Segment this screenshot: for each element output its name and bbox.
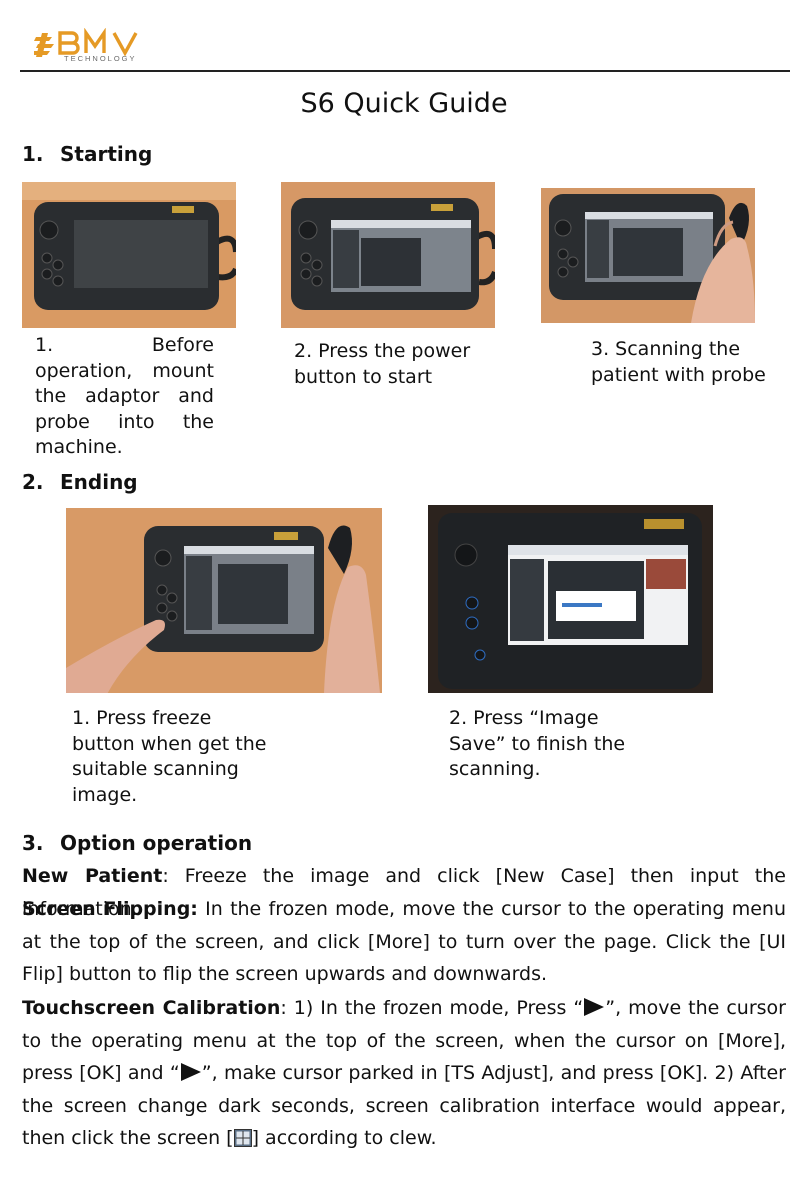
step-caption: 2. Press the power button to start bbox=[294, 340, 471, 388]
photo-device-with-probe bbox=[22, 182, 236, 328]
section-title: Ending bbox=[60, 470, 138, 494]
photo-power-on bbox=[281, 182, 495, 328]
header-rule bbox=[20, 70, 790, 72]
step-caption: 1. Press freeze button when get the suit… bbox=[72, 707, 267, 806]
photo-scanning-with-probe bbox=[541, 188, 755, 323]
paragraph-new-patient: New Patient: Freeze the image and click … bbox=[22, 860, 786, 925]
step-caption: 2. Press “Image Save” to finish the scan… bbox=[449, 707, 626, 780]
section-number: 1. bbox=[22, 142, 44, 166]
photo-press-freeze bbox=[66, 508, 382, 693]
section-number: 3. bbox=[22, 831, 44, 855]
play-triangle-icon bbox=[180, 1063, 201, 1082]
text-new-patient: : Freeze the image and click [New Case] … bbox=[22, 865, 786, 920]
label-new-patient: New Patient bbox=[22, 865, 163, 887]
paragraph-screen-flipping: Screen Flipping: In the frozen mode, mov… bbox=[22, 893, 786, 991]
text-calibration-part: ”, make cursor parked in [TS Adjust], an… bbox=[22, 1062, 786, 1150]
label-touchscreen-calibration: Touchscreen Calibration bbox=[22, 997, 281, 1019]
text-screen-flipping: In the frozen mode, move the cursor to t… bbox=[22, 898, 786, 986]
text-calibration-part: ] according to clew. bbox=[251, 1127, 437, 1150]
section-title: Starting bbox=[60, 142, 153, 166]
section-title: Option operation bbox=[60, 831, 253, 855]
section-heading-starting: 1. Starting bbox=[22, 142, 152, 166]
paragraph-touchscreen-calibration: Touchscreen Calibration: 1) In the froze… bbox=[22, 992, 786, 1155]
step-caption: 1. Before operation, mount the adaptor a… bbox=[35, 334, 214, 458]
section-number: 2. bbox=[22, 470, 44, 494]
logo-subtext: TECHNOLOGY bbox=[64, 54, 137, 62]
page-title: S6 Quick Guide bbox=[300, 88, 508, 119]
text-calibration-part: ”, move the cursor to the operating menu… bbox=[22, 997, 786, 1085]
label-screen-flipping: Screen Flipping: bbox=[22, 898, 198, 920]
bmv-logo: TECHNOLOGY bbox=[32, 27, 158, 63]
section-heading-option: 3. Option operation bbox=[22, 831, 252, 855]
play-triangle-icon bbox=[584, 998, 605, 1016]
section-heading-ending: 2. Ending bbox=[22, 470, 138, 494]
photo-image-save bbox=[428, 505, 713, 693]
step-caption: 3. Scanning the patient with probe bbox=[591, 338, 766, 386]
text-calibration-part: : 1) In the frozen mode, Press “ bbox=[280, 997, 584, 1019]
calibration-grid-icon bbox=[233, 1129, 252, 1148]
